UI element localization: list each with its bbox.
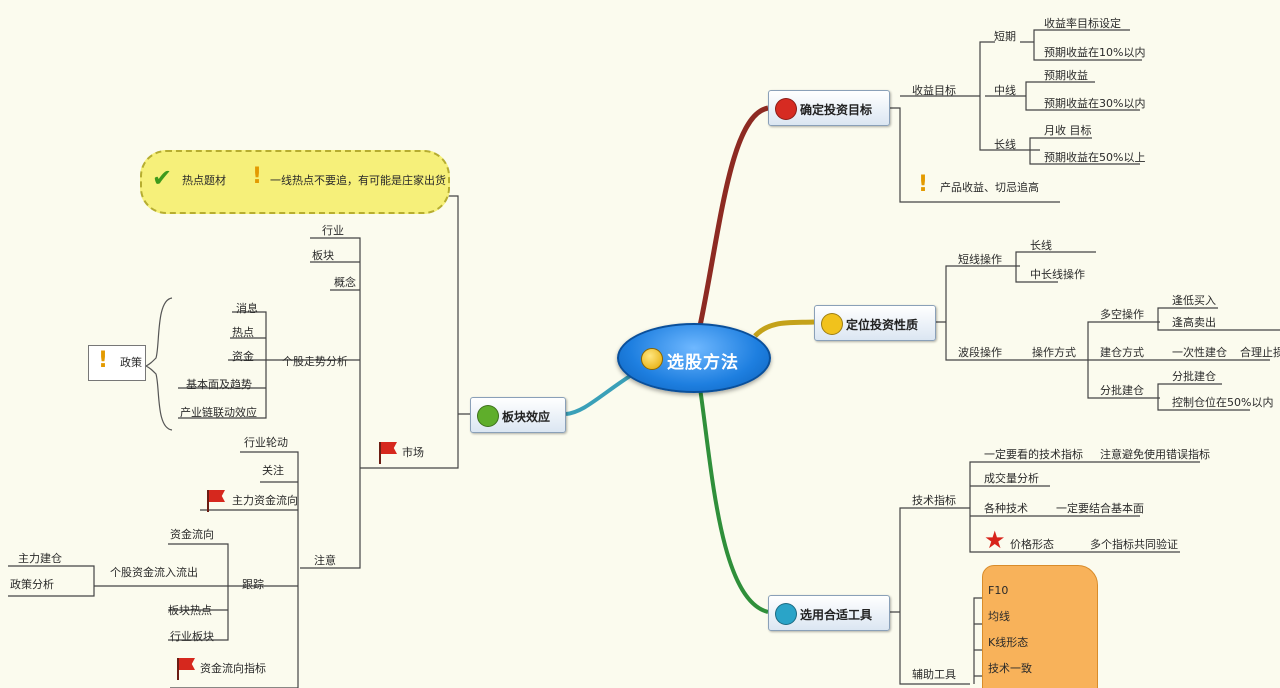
node-label[interactable]: 市场 — [402, 446, 424, 459]
node-label[interactable]: 逢高卖出 — [1172, 316, 1216, 329]
alert-icon — [775, 98, 797, 120]
node-label[interactable]: 资金流向指标 — [200, 662, 266, 675]
node-label[interactable]: 一线热点不要追，有可能是庄家出货 — [270, 174, 446, 187]
node-label[interactable]: 资金 — [232, 350, 254, 363]
branch-left[interactable]: 板块效应 — [470, 397, 566, 433]
highlight-area — [982, 565, 1098, 688]
node-label[interactable]: 均线 — [988, 610, 1010, 623]
node-label[interactable]: 各种技术 — [984, 502, 1028, 515]
node-label[interactable]: 主力资金流向 — [232, 494, 298, 507]
smile-icon — [821, 313, 843, 335]
branch-top[interactable]: 确定投资目标 — [768, 90, 890, 126]
node-label[interactable]: 价格形态 — [1010, 538, 1054, 551]
node-label[interactable]: 关注 — [262, 464, 284, 477]
central-topic-label: 选股方法 — [667, 353, 739, 373]
branch-bottom-label: 选用合适工具 — [800, 608, 873, 622]
node-label[interactable]: 技术一致 — [988, 662, 1032, 675]
node-label[interactable]: 行业 — [322, 224, 344, 237]
exclamation-icon: ! — [918, 172, 929, 197]
node-label[interactable]: 注意避免使用错误指标 — [1100, 448, 1210, 461]
node-label[interactable]: 技术指标 — [912, 494, 956, 507]
node-label[interactable]: 产业链联动效应 — [180, 406, 257, 419]
node-label[interactable]: 合理止损 — [1240, 346, 1280, 359]
node-label[interactable]: 热点 — [232, 326, 254, 339]
branch-left-label: 板块效应 — [502, 410, 551, 424]
node-label[interactable]: 基本面及趋势 — [186, 378, 252, 391]
node-label[interactable]: 热点题材 — [182, 174, 226, 187]
node-label[interactable]: 行业轮动 — [244, 436, 288, 449]
node-label[interactable]: 收益目标 — [912, 84, 956, 97]
branch-mid-label: 定位投资性质 — [846, 318, 919, 332]
note-box — [88, 345, 146, 381]
branch-top-label: 确定投资目标 — [800, 103, 873, 117]
node-label[interactable]: 政策 — [120, 356, 142, 369]
node-label[interactable]: 消息 — [236, 302, 258, 315]
node-label[interactable]: 个股走势分析 — [282, 355, 348, 368]
node-label[interactable]: 长线 — [994, 138, 1016, 151]
node-label[interactable]: 行业板块 — [170, 630, 214, 643]
leaf-icon — [477, 405, 499, 427]
node-label[interactable]: 预期收益在30%以内 — [1044, 97, 1146, 110]
central-topic[interactable]: 选股方法 — [617, 323, 771, 393]
node-label[interactable]: 板块 — [312, 249, 334, 262]
exclamation-icon: ! — [98, 348, 109, 373]
node-label[interactable]: 中长线操作 — [1030, 268, 1085, 281]
node-label[interactable]: 逢低买入 — [1172, 294, 1216, 307]
flag-icon — [206, 490, 224, 512]
star-icon: ★ — [984, 526, 1006, 554]
node-label[interactable]: 一定要看的技术指标 — [984, 448, 1083, 461]
node-label[interactable]: 短期 — [994, 30, 1016, 43]
node-label[interactable]: 一定要结合基本面 — [1056, 502, 1144, 515]
node-label[interactable]: F10 — [988, 584, 1009, 597]
node-label[interactable]: 预期收益在50%以上 — [1044, 151, 1146, 164]
node-label[interactable]: 多空操作 — [1100, 308, 1144, 321]
node-label[interactable]: 主力建仓 — [18, 552, 62, 565]
node-label[interactable]: 跟踪 — [242, 578, 264, 591]
node-label[interactable]: 中线 — [994, 84, 1016, 97]
node-label[interactable]: 短线操作 — [958, 253, 1002, 266]
node-label[interactable]: K线形态 — [988, 636, 1029, 649]
node-label[interactable]: 政策分析 — [10, 578, 54, 591]
flag-icon — [378, 442, 396, 464]
node-label[interactable]: 多个指标共同验证 — [1090, 538, 1178, 551]
flag-icon — [176, 658, 194, 680]
node-label[interactable]: 预期收益在10%以内 — [1044, 46, 1146, 59]
node-label[interactable]: 一次性建仓 — [1172, 346, 1227, 359]
node-label[interactable]: 月收 目标 — [1044, 124, 1092, 137]
tool-icon — [775, 603, 797, 625]
branch-mid[interactable]: 定位投资性质 — [814, 305, 936, 341]
node-label[interactable]: 成交量分析 — [984, 472, 1039, 485]
node-label[interactable]: 辅助工具 — [912, 668, 956, 681]
node-label[interactable]: 注意 — [314, 554, 336, 567]
exclamation-icon: ! — [252, 164, 263, 189]
node-label[interactable]: 概念 — [334, 276, 356, 289]
node-label[interactable]: 板块热点 — [168, 604, 212, 617]
node-label[interactable]: 操作方式 — [1032, 346, 1076, 359]
node-label[interactable]: 个股资金流入流出 — [110, 566, 198, 579]
node-label[interactable]: 产品收益、切忌追高 — [940, 181, 1039, 194]
node-label[interactable]: 波段操作 — [958, 346, 1002, 359]
node-label[interactable]: 控制仓位在50%以内 — [1172, 396, 1274, 409]
node-label[interactable]: 建仓方式 — [1100, 346, 1144, 359]
branch-bottom[interactable]: 选用合适工具 — [768, 595, 890, 631]
node-label[interactable]: 资金流向 — [170, 528, 214, 541]
node-label[interactable]: 分批建仓 — [1172, 370, 1216, 383]
node-label[interactable]: 预期收益 — [1044, 69, 1088, 82]
check-icon: ✔ — [152, 164, 173, 192]
node-label[interactable]: 长线 — [1030, 239, 1052, 252]
node-label[interactable]: 收益率目标设定 — [1044, 17, 1121, 30]
node-label[interactable]: 分批建仓 — [1100, 384, 1144, 397]
callout-cloud — [140, 150, 450, 214]
smile-icon — [641, 348, 663, 370]
